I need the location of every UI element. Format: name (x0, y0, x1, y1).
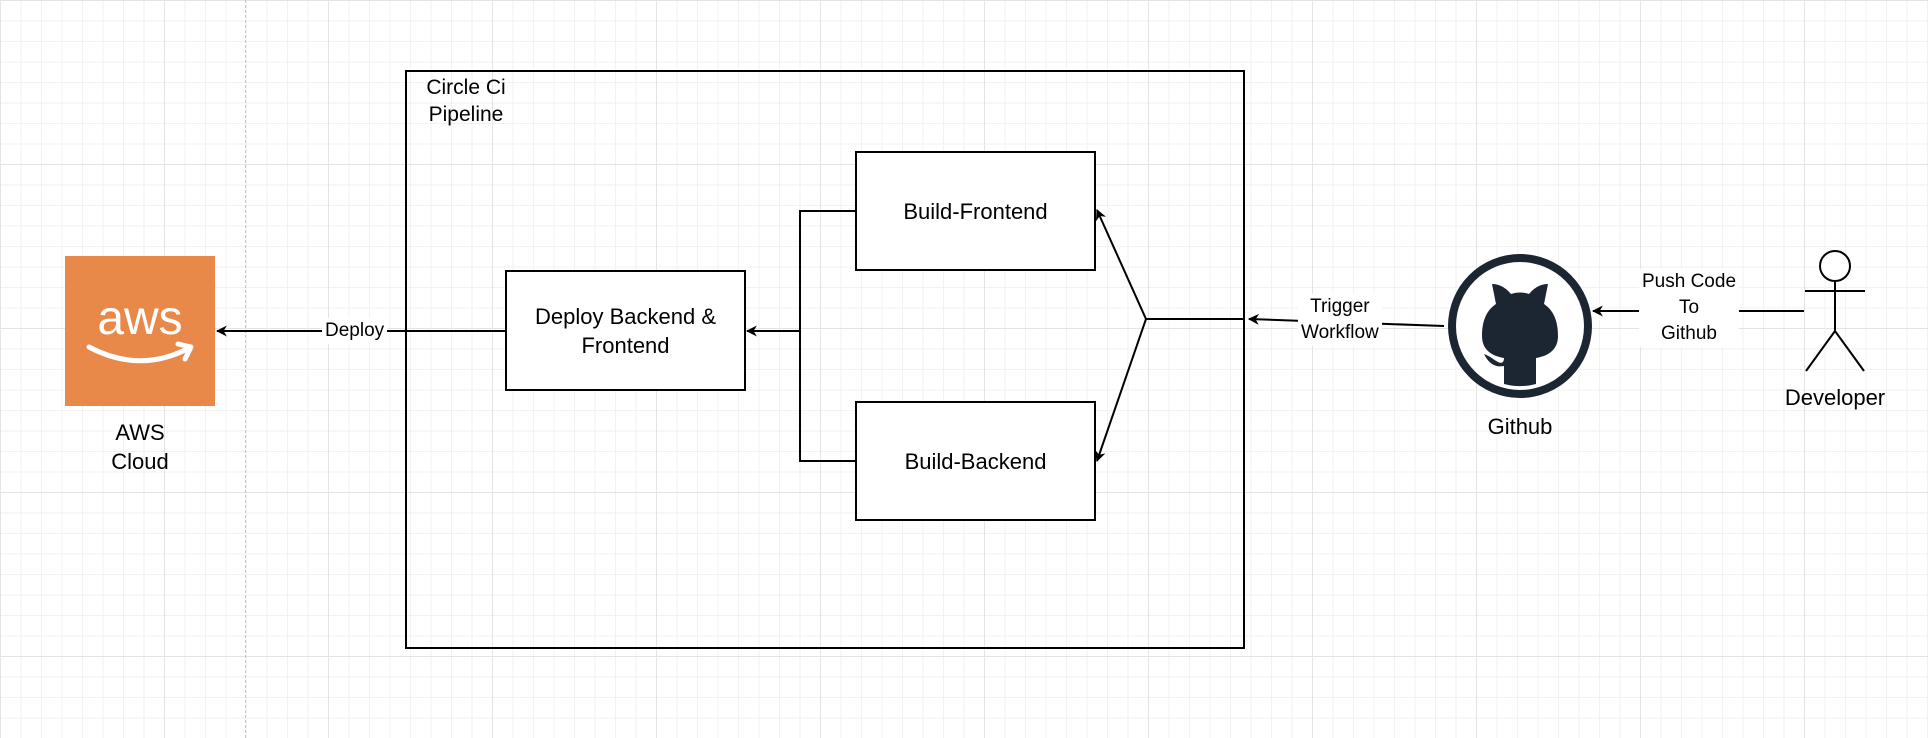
trigger-workflow-label: Trigger Workflow (1298, 294, 1382, 346)
build-backend-box[interactable]: Build-Backend (855, 401, 1096, 521)
aws-cloud-label: AWS Cloud (111, 420, 169, 474)
build-frontend-to-deploy-edge[interactable] (799, 210, 855, 331)
developer-actor[interactable] (1803, 249, 1867, 373)
aws-logo-icon: aws (65, 256, 215, 406)
deploy-edge-label: Deploy (322, 318, 388, 344)
container-title: Circle Ci Pipeline (426, 76, 506, 126)
github-octocat-icon (1448, 254, 1592, 398)
build-backend-to-deploy-edge[interactable] (799, 331, 855, 462)
build-backend-label: Build-Backend (904, 448, 1047, 474)
github-node[interactable] (1444, 250, 1596, 402)
page-break-line (245, 0, 246, 738)
developer-label: Developer (1784, 385, 1886, 410)
stick-figure-actor-icon (1805, 250, 1865, 372)
deploy-backend-frontend-box[interactable]: Deploy Backend & Frontend (505, 270, 746, 391)
build-frontend-box[interactable]: Build-Frontend (855, 151, 1096, 271)
circleci-pipeline-container[interactable]: Circle Ci Pipeline (405, 70, 1245, 649)
push-code-label: Push Code To Github (1639, 269, 1740, 347)
aws-cloud-node[interactable]: aws (65, 256, 215, 406)
aws-logo-text: aws (97, 292, 182, 345)
deploy-box-label: Deploy Backend & Frontend (535, 303, 716, 358)
split-to-build-frontend-edge[interactable] (1096, 208, 1147, 320)
build-frontend-label: Build-Frontend (903, 198, 1048, 224)
github-label: Github (1487, 414, 1553, 439)
split-to-build-backend-edge[interactable] (1095, 318, 1147, 463)
